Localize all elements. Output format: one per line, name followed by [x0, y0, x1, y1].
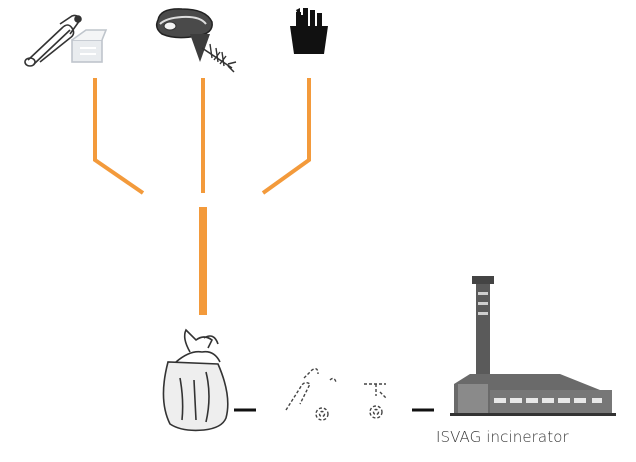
safety-pins-and-box-icon — [25, 16, 106, 67]
flow-lines — [95, 78, 309, 315]
garbage-bag-icon — [163, 330, 227, 430]
flow-line-left — [95, 78, 143, 193]
incinerator-label: ISVAG incinerator — [436, 428, 626, 446]
pins-and-coins-residue-icon — [286, 369, 386, 420]
incinerator-factory-icon — [450, 276, 616, 416]
flow-line-right — [263, 78, 309, 193]
meat-and-fish-bone-icon — [157, 9, 236, 72]
fries-container-icon — [290, 8, 328, 54]
